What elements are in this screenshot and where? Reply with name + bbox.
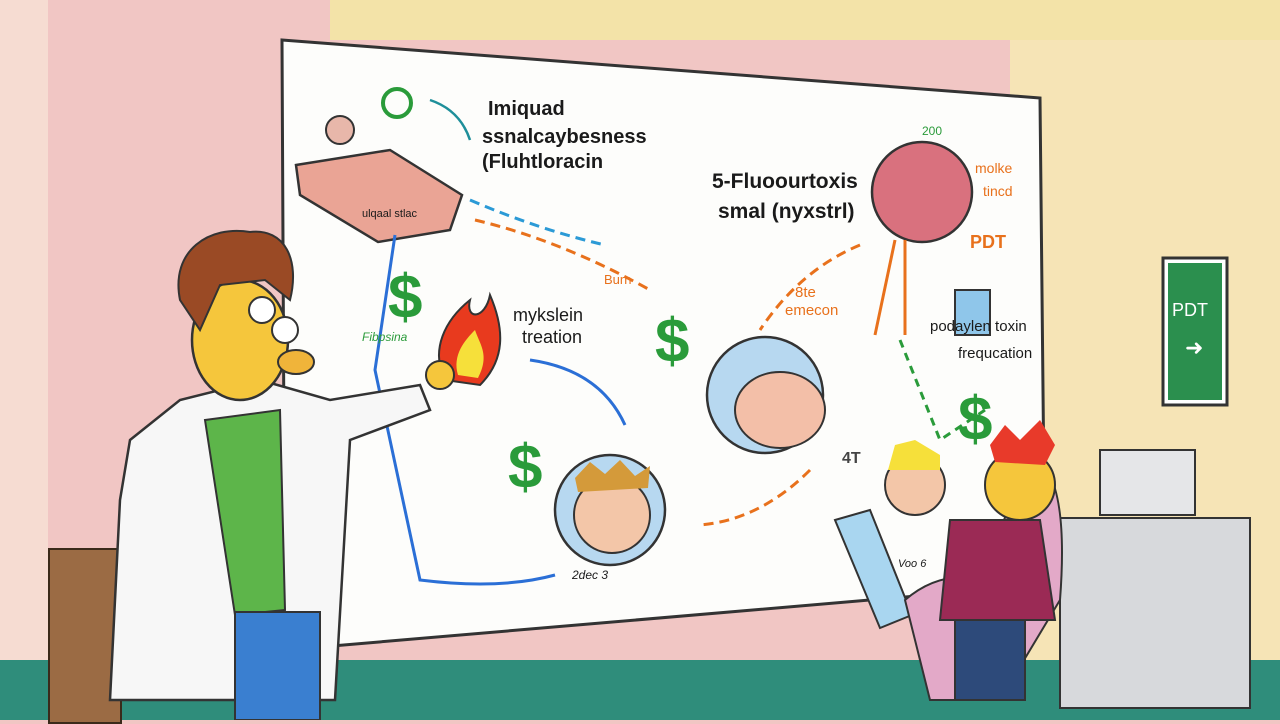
center-line-2: smal (nyxstrl) [718,200,855,223]
burn-label: Burn [604,272,632,287]
block-label: ulqaal stlac [362,208,418,220]
title-line-1: Imiquad [488,98,565,120]
tumor-sphere-icon [870,140,974,244]
wall-sign-label: PDT [1172,300,1208,320]
dollar-icon: $ [655,307,689,376]
right-line-2: frequcation [958,345,1033,362]
right-line-1: podaylen toxin [930,318,1027,335]
title-line-3: (Fluhtloracin [482,151,604,173]
pdt-label: PDT [970,232,1006,252]
ceiling [330,0,1280,40]
vial-icon [954,289,991,336]
arrow-icon: ➜ [1185,335,1204,360]
skin-block-icon [294,148,464,244]
patient-note: Voo 6 [898,558,927,570]
title-line-2: ssnalcaybesness [482,126,647,148]
left-wall-edge [0,0,48,720]
dollar-icon [381,87,413,119]
top-small-label: 200 [922,124,943,138]
side-orange-2: tincd [983,183,1013,199]
orange-mid-1: 8te [795,284,816,301]
green-label: Fibpsina [362,330,408,344]
bottom-note: 2dec 3 [572,568,609,582]
center-line-1: 5-Fluoourtoxis [712,170,858,193]
side-orange-1: molke [975,160,1013,176]
mid-note: 4T [842,450,861,467]
orange-mid-2: emecon [785,302,839,319]
dollar-icon: $ [508,433,542,502]
dollar-icon: $ [388,263,422,332]
flame-line-1: mykslein [513,305,584,325]
flame-line-2: treation [522,327,583,347]
dollar-icon: $ [958,385,992,454]
